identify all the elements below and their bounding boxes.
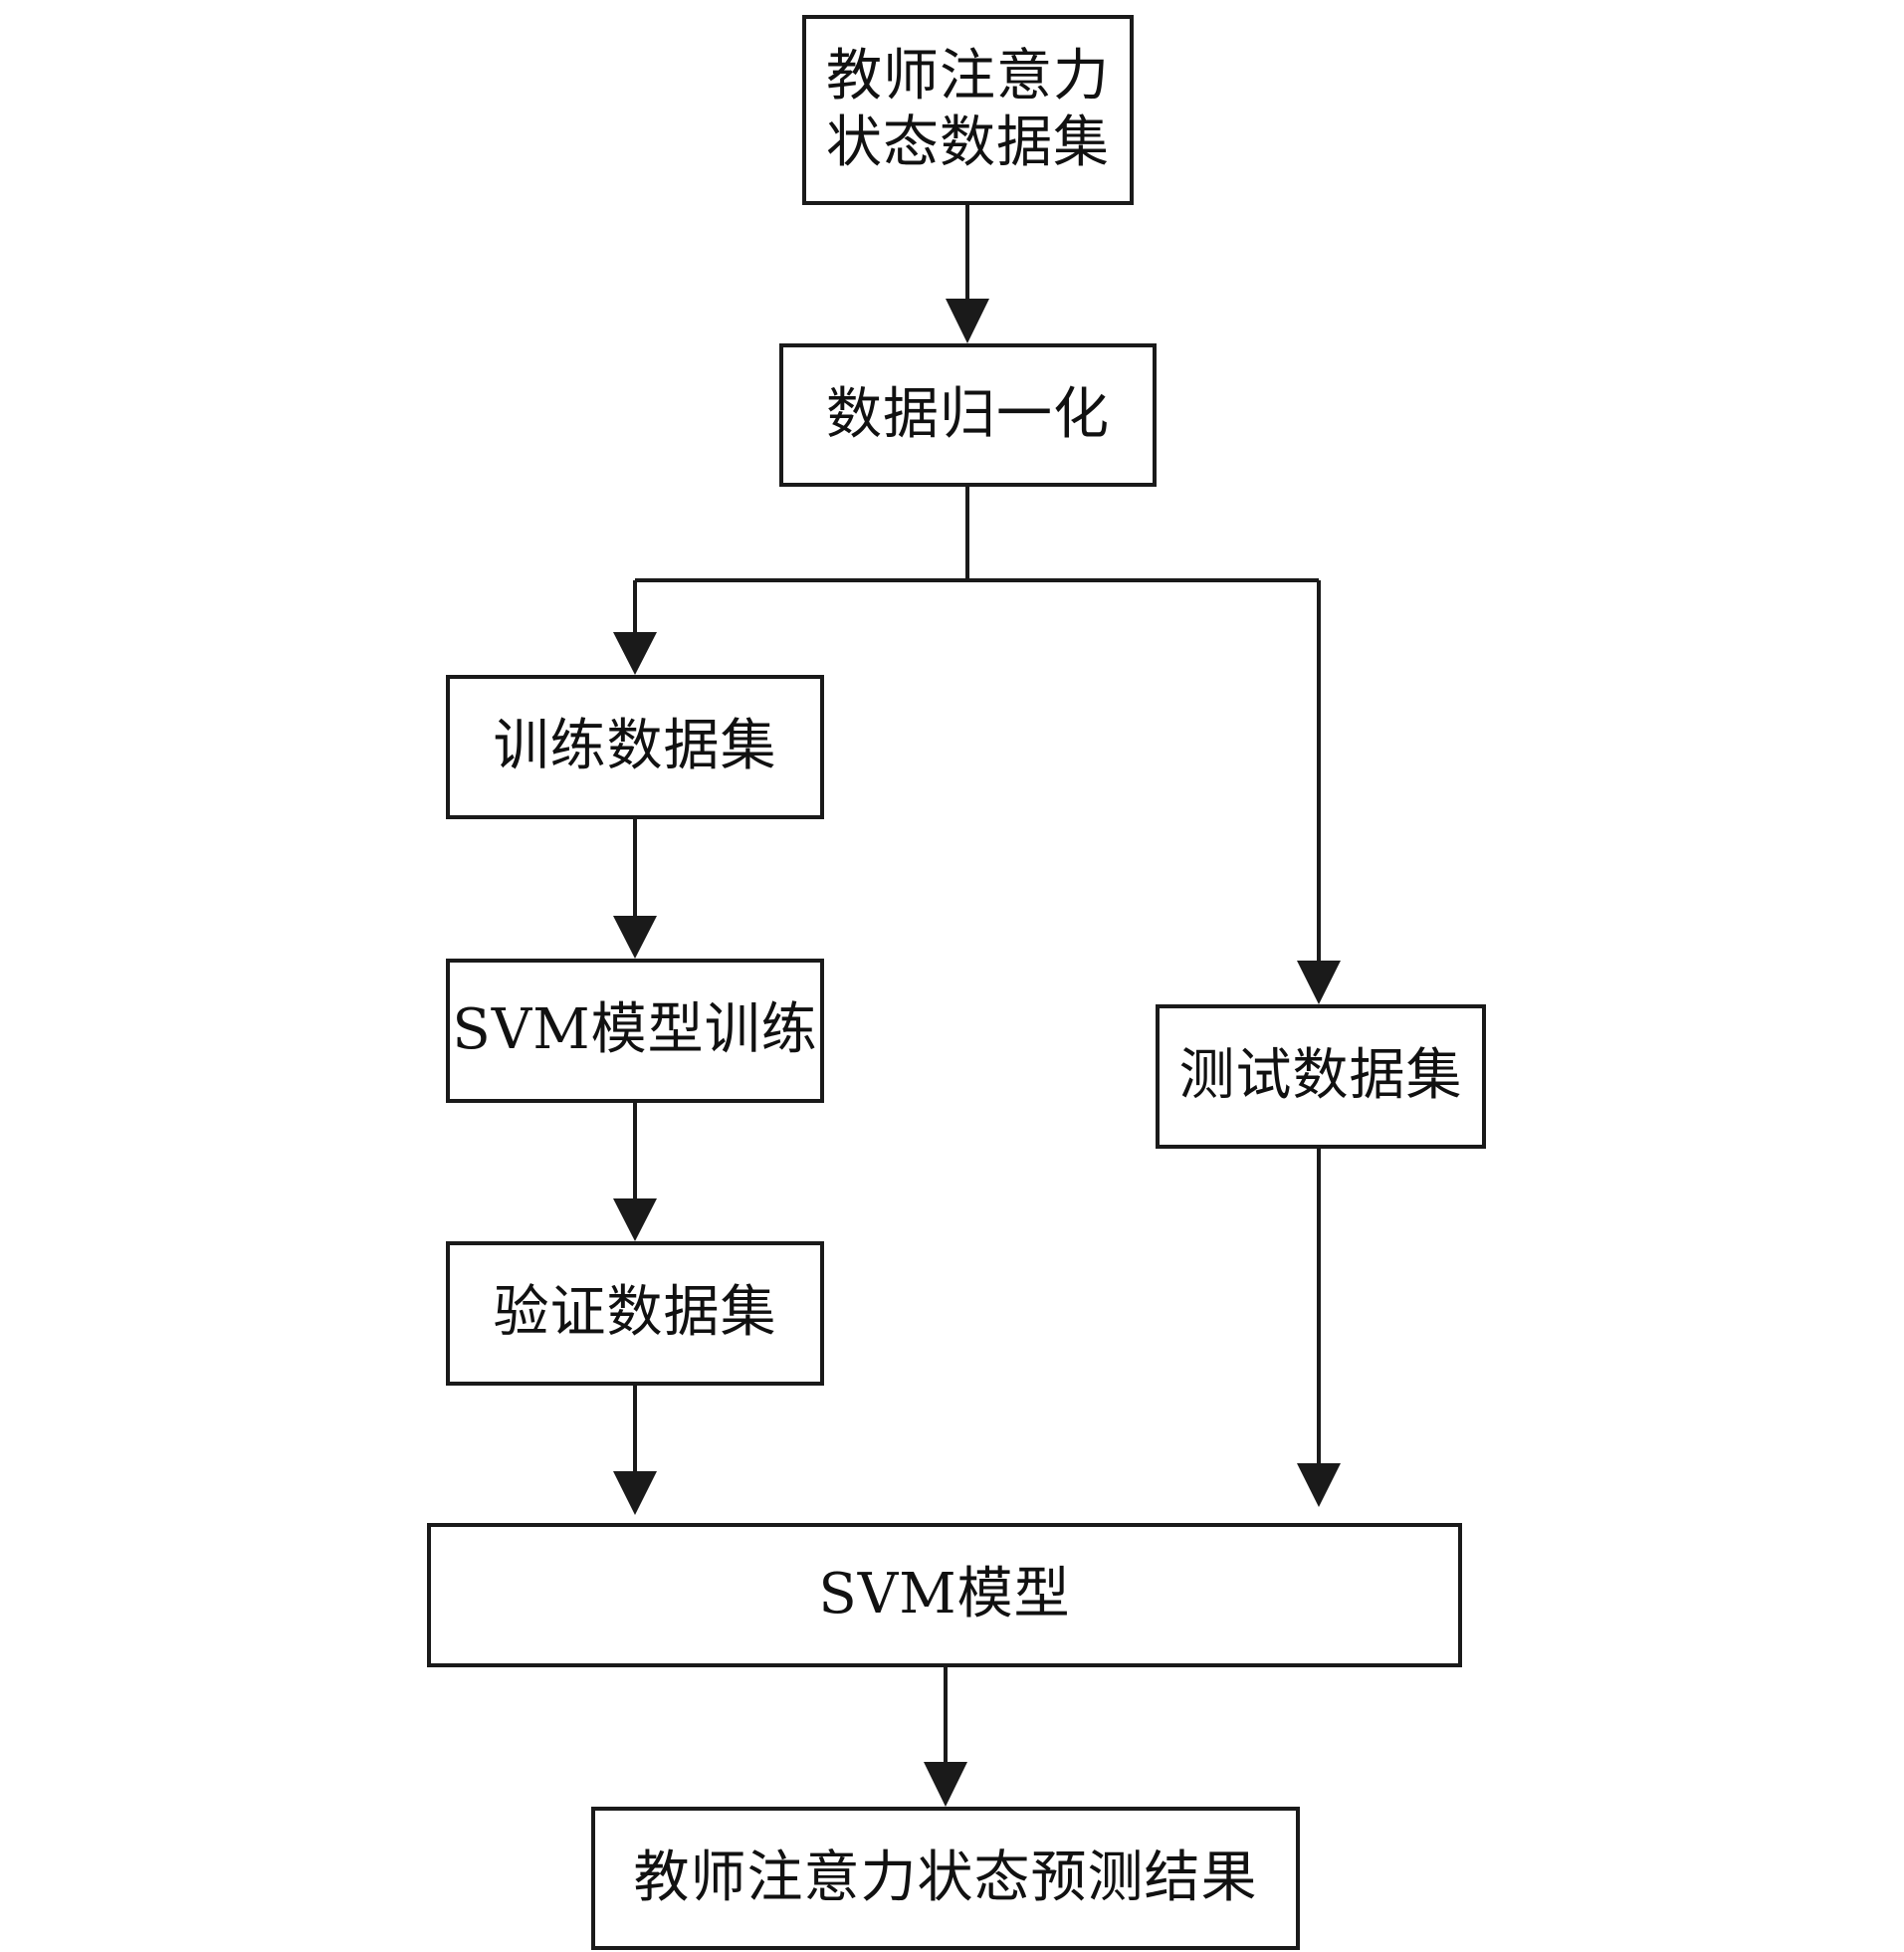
node-label: SVM模型 xyxy=(818,1562,1071,1627)
node-teacher-attention-dataset: 教师注意力 状态数据集 xyxy=(802,15,1134,205)
node-validation-dataset: 验证数据集 xyxy=(446,1241,824,1386)
node-svm-model: SVM模型 xyxy=(427,1523,1462,1667)
arrowhead-result xyxy=(924,1762,967,1807)
node-label: 训练数据集 xyxy=(493,714,777,779)
node-prediction-result: 教师注意力状态预测结果 xyxy=(591,1807,1300,1950)
node-label: 教师注意力状态预测结果 xyxy=(633,1844,1258,1910)
arrowhead-svm-train xyxy=(613,916,657,959)
node-label: 数据归一化 xyxy=(826,381,1110,447)
arrowhead-svm-left xyxy=(613,1471,657,1515)
node-test-dataset: 测试数据集 xyxy=(1156,1004,1486,1149)
arrowhead-validate xyxy=(613,1198,657,1241)
arrowhead-svm-right xyxy=(1297,1463,1341,1507)
node-data-normalization: 数据归一化 xyxy=(779,343,1157,487)
node-label: 验证数据集 xyxy=(493,1280,777,1346)
node-label: 测试数据集 xyxy=(1178,1043,1463,1109)
arrowhead-normalize xyxy=(946,299,989,343)
arrowhead-train xyxy=(613,632,657,675)
node-label: 教师注意力 状态数据集 xyxy=(826,44,1110,175)
node-svm-model-training: SVM模型训练 xyxy=(446,959,824,1103)
node-training-dataset: 训练数据集 xyxy=(446,675,824,819)
arrowhead-test xyxy=(1297,961,1341,1004)
node-label: SVM模型训练 xyxy=(452,997,818,1063)
